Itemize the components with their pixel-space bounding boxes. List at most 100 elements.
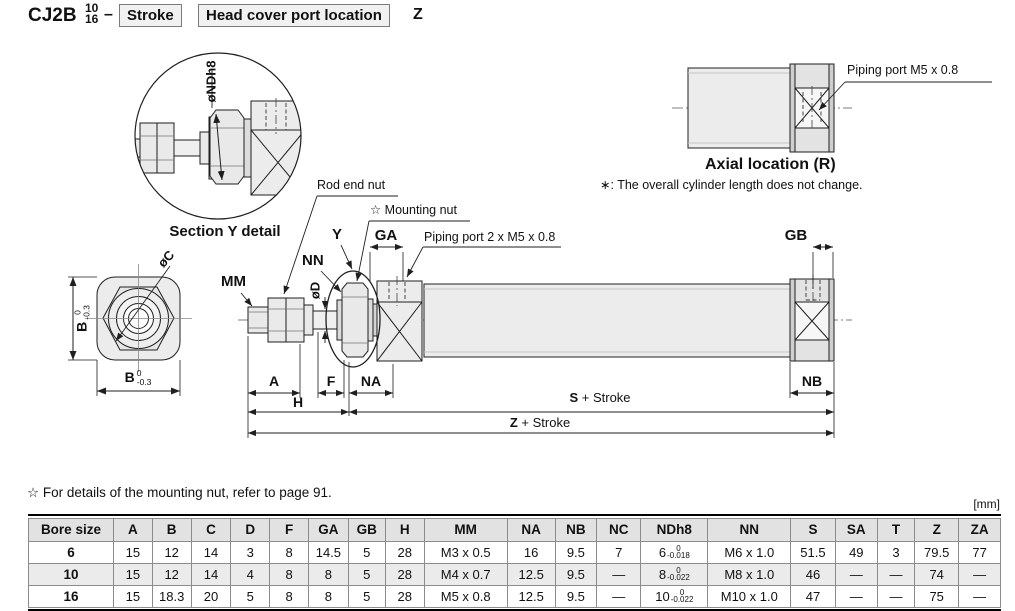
table-cell: 28 [384,540,425,564]
dimension-lines [240,195,835,438]
axial-note: ∗: The overall cylinder length does not … [600,178,863,192]
table-cell: 74 [914,562,960,586]
table-cell: 12 [151,562,192,586]
title-dash: – [104,6,113,23]
table-cell: 20 [190,584,232,608]
port-location-option-box: Head cover port location [198,4,390,27]
table-cell: 15 [112,540,153,564]
table-cell: 5 [347,584,386,608]
table-cell: 8 [269,562,310,586]
end-view-drawing [68,264,192,396]
column-header: SA [834,517,879,542]
table-cell: 16 [506,540,556,564]
dim-label-NB: NB [801,373,823,389]
table-cell: 14 [190,562,232,586]
dim-label-Y: Y [332,226,343,243]
dim-label-H: H [292,394,304,410]
column-header: NB [554,517,598,542]
section-y-title: Section Y detail [169,223,281,240]
table-cell: 77 [958,540,1001,564]
table-cell: 8 [308,584,349,608]
column-header: GB [347,517,386,542]
column-header: C [190,517,232,542]
column-header: H [384,517,425,542]
table-cell: — [834,562,879,586]
table-cell: — [877,562,916,586]
stroke-option-box: Stroke [119,4,182,27]
table-cell: — [596,562,642,586]
table-cell: M6 x 1.0 [707,540,792,564]
bore-size-cell: 10 [28,562,114,586]
axial-title: Axial location (R) [705,156,836,173]
table-cell: — [877,584,916,608]
table-cell: — [596,584,642,608]
table-cell: 12 [151,540,192,564]
main-piping-label: Piping port 2 x M5 x 0.8 [424,230,556,244]
dim-label-GA: GA [374,227,398,244]
unit-label: [mm] [973,497,1000,511]
axial-location-drawing [672,63,992,153]
dim-label-A: A [268,373,280,389]
column-header: S [790,517,836,542]
table-cell: 9.5 [554,540,598,564]
table-cell: 47 [790,584,836,608]
table-cell: 12.5 [506,562,556,586]
table-cell: M8 x 1.0 [707,562,792,586]
column-header: MM [423,517,508,542]
dim-label-S-stroke: S + Stroke [569,390,631,405]
bore-fraction-bottom: 16 [85,12,99,26]
table-cell: 28 [384,584,425,608]
table-cell: — [958,562,1001,586]
table-cell: 3 [230,540,271,564]
table-cell: 8 [269,540,310,564]
table-cell: 14 [190,540,232,564]
table-cell: 3 [877,540,916,564]
axial-piping-label: Piping port M5 x 0.8 [847,63,959,77]
column-header: GA [308,517,349,542]
column-header: NC [596,517,642,542]
column-header: B [151,517,192,542]
table-cell: 9.5 [554,584,598,608]
dim-label-MM: MM [221,273,246,290]
column-header: ZA [958,517,1001,542]
table-cell: M5 x 0.8 [423,584,508,608]
dim-label-S: S [569,390,579,405]
mounting-nut-label: ☆ Mounting nut [370,203,457,217]
dim-label-Z-stroke: Z + Stroke [509,415,571,430]
column-header: T [877,517,916,542]
bore-fraction-top: 10 [85,1,99,15]
dim-label-F: F [326,373,336,389]
bore-size-cell: 6 [28,540,114,564]
table-cell: 18.3 [151,584,192,608]
column-header: NA [506,517,556,542]
table-cell: 8 [269,584,310,608]
table-cell: M10 x 1.0 [707,584,792,608]
table-cell: 15 [112,562,153,586]
bore-size-header: Bore size [28,517,114,542]
table-cell: 49 [834,540,879,564]
column-header: F [269,517,310,542]
column-header: NDh8 [640,517,709,542]
column-header: Z [914,517,960,542]
table-cell: 12.5 [506,584,556,608]
table-cell: 9.5 [554,562,598,586]
mounting-nut-footnote: ☆ For details of the mounting nut, refer… [27,485,332,500]
table-cell: 5 [347,562,386,586]
rod-end-nut-label: Rod end nut [317,178,386,192]
table-cell: 14.5 [308,540,349,564]
table-cell: 28 [384,562,425,586]
bore-fraction: 10 16 [85,1,99,26]
table-cell: 8 [308,562,349,586]
table-cell: 4 [230,562,271,586]
